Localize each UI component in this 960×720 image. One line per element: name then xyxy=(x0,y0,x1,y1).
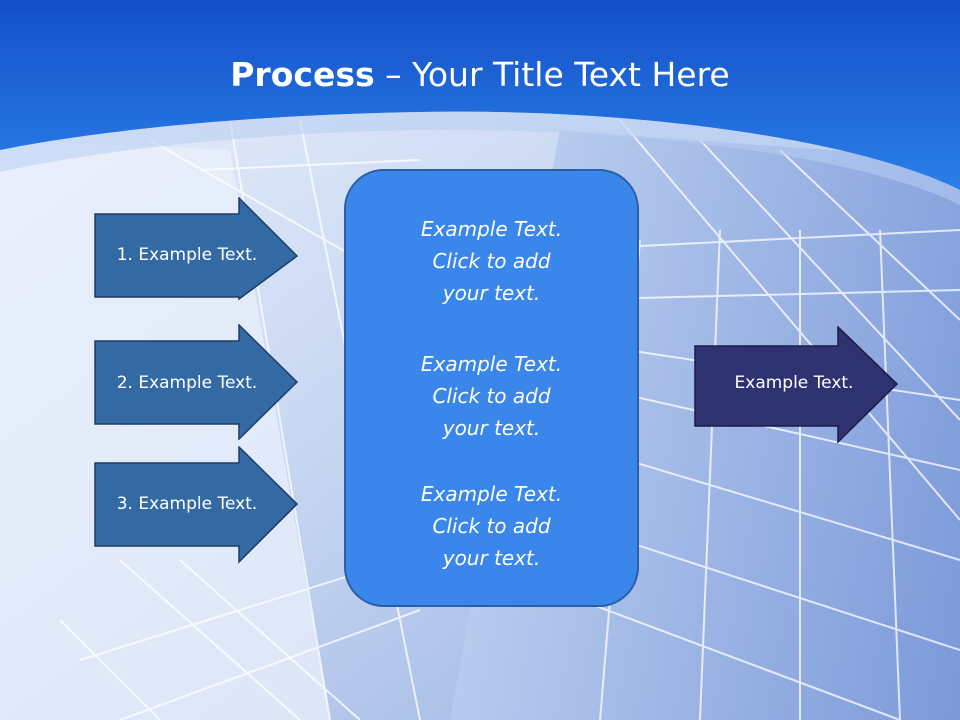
text-line: Example Text. xyxy=(420,352,563,376)
text-line: your text. xyxy=(442,281,541,305)
text-line: Example Text. xyxy=(420,217,563,241)
center-text-box[interactable]: Example Text. Click to add your text. Ex… xyxy=(344,169,639,607)
title-rest-text: – Your Title Text Here xyxy=(374,55,730,94)
text-line: your text. xyxy=(442,416,541,440)
text-line: Click to add xyxy=(432,249,551,273)
process-arrow-3[interactable] xyxy=(94,446,300,564)
process-arrow-2-label: 2. Example Text. xyxy=(116,373,258,393)
process-arrow-2[interactable] xyxy=(94,324,300,440)
center-text-block-1: Example Text. Click to add your text. xyxy=(346,213,637,309)
text-line: Example Text. xyxy=(420,482,563,506)
process-arrow-1[interactable] xyxy=(94,197,300,301)
process-arrow-3-label: 3. Example Text. xyxy=(116,494,258,514)
result-arrow[interactable] xyxy=(694,326,900,444)
slide-title: Process – Your Title Text Here xyxy=(0,54,960,96)
text-line: Click to add xyxy=(432,514,551,538)
process-arrow-1-label: 1. Example Text. xyxy=(116,245,258,265)
result-arrow-label: Example Text. xyxy=(734,373,854,393)
text-line: your text. xyxy=(442,546,541,570)
center-text-block-3: Example Text. Click to add your text. xyxy=(346,478,637,574)
center-text-block-2: Example Text. Click to add your text. xyxy=(346,348,637,444)
title-bold-text: Process xyxy=(230,55,375,94)
text-line: Click to add xyxy=(432,384,551,408)
